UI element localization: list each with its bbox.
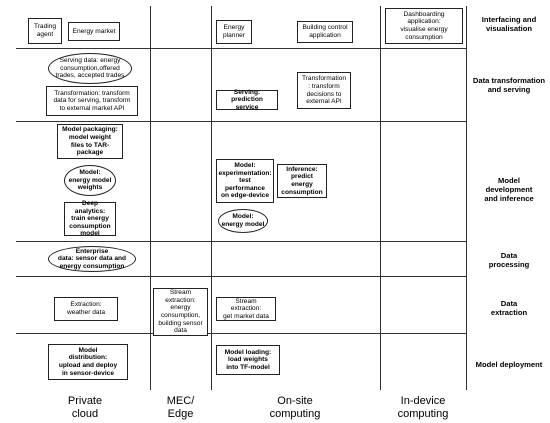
column-label-mec-edge: MEC/ Edge [166, 395, 195, 420]
column-label-on-site: On-site computing [269, 395, 321, 420]
row-divider [16, 241, 466, 242]
box-stream-mec: Stream extraction: energy consumption, b… [153, 288, 208, 336]
column-label-in-device: In-device computing [397, 395, 449, 420]
row-divider [16, 48, 466, 49]
box-stream-market: Stream extraction: get market data [216, 297, 276, 321]
row-label-interfacing: Interfacing and visualisation [481, 15, 537, 33]
row-label-data-processing: Data processing [488, 251, 530, 269]
row-label-transformation: Data transformation and serving [472, 76, 546, 94]
box-building-control: Building control application [297, 21, 353, 43]
box-extraction-weather: Extraction: weather data [54, 297, 118, 321]
box-model-distribution: Model distribution: upload and deploy in… [48, 344, 128, 380]
box-model-packaging: Model packaging: model weight files to T… [57, 124, 123, 159]
box-transformation-onsite: Transformation : transform decisions to … [297, 72, 351, 109]
row-divider [16, 333, 466, 334]
column-divider [380, 6, 381, 390]
box-serving-data: Serving data: energy consumption,offered… [48, 53, 132, 84]
box-trading-agent: Trading agent [28, 18, 62, 44]
row-label-data-extraction: Data extraction [490, 299, 528, 317]
box-model-loading: Model loading: load weights into TF-mode… [216, 345, 280, 375]
box-inference: Inference: predict energy consumption [277, 164, 327, 198]
column-divider [150, 6, 151, 390]
box-deep-analytics: Deep analytics: train energy consumption… [64, 200, 116, 237]
column-label-private-cloud: Private cloud [67, 395, 103, 420]
row-label-model-development: Model development and inference [484, 176, 534, 203]
box-energy-model: Model: energy model [218, 209, 268, 233]
column-divider [466, 6, 467, 390]
box-energy-planner: Energy planner [216, 20, 252, 44]
box-model-weights: Model: energy model weights [64, 165, 116, 196]
box-enterprise-data: Enterprise data: sensor data and energy … [48, 246, 136, 272]
box-serving-prediction: Serving: prediction service [216, 89, 278, 111]
box-dashboarding: Dashboarding application: visualise ener… [385, 8, 463, 44]
box-energy-market: Energy market [68, 22, 120, 41]
row-divider [16, 276, 466, 277]
row-divider [16, 121, 466, 122]
row-label-model-deployment: Model deployment [475, 360, 543, 369]
column-divider [211, 6, 212, 390]
box-experimentation: Model: experimentation: test performance… [216, 159, 274, 203]
box-transformation-cloud: Transformation: transform data for servi… [46, 86, 138, 116]
